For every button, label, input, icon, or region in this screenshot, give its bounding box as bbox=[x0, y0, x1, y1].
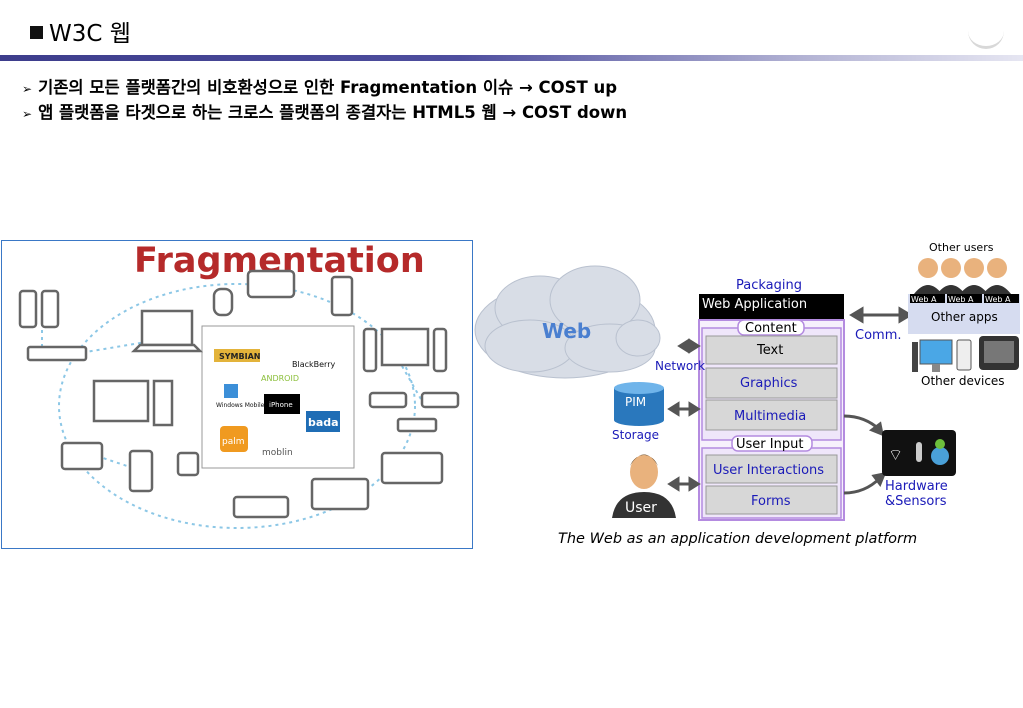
network-label: Network bbox=[655, 359, 705, 373]
packaging-label: Packaging bbox=[736, 278, 802, 293]
web-app-tab: Web A bbox=[911, 295, 937, 304]
user-label: User bbox=[625, 500, 657, 516]
fragmentation-illustration: Fragmentation SYMBIAN BlackBerry ANDROID… bbox=[18, 241, 460, 529]
other-users-icon bbox=[914, 258, 1011, 294]
decorative-arc bbox=[968, 22, 1004, 49]
web-app-tab: Web A bbox=[985, 295, 1011, 304]
svg-text:⌔: ⌔ bbox=[888, 445, 903, 464]
comm-label: Comm. bbox=[855, 328, 902, 343]
svg-text:SYMBIAN: SYMBIAN bbox=[219, 352, 260, 361]
web-application-bar bbox=[699, 294, 844, 320]
bullet-item: ➢기존의 모든 플랫폼간의 비호환성으로 인한 Fragmentation 이슈… bbox=[22, 78, 618, 97]
diagram-caption: The Web as an application development pl… bbox=[558, 531, 917, 547]
bada-logo: bada bbox=[308, 416, 339, 429]
slide-title: W3C 웹 bbox=[30, 14, 131, 48]
other-apps-label: Other apps bbox=[931, 310, 998, 324]
input-item-forms: Forms bbox=[751, 494, 791, 509]
slide-title-text: W3C 웹 bbox=[49, 21, 131, 47]
pim-database-icon bbox=[614, 382, 664, 426]
storage-label: Storage bbox=[612, 428, 659, 442]
moblin-logo: moblin bbox=[262, 448, 293, 458]
content-item-multimedia: Multimedia bbox=[734, 409, 806, 424]
web-application-label: Web Application bbox=[702, 297, 807, 312]
fragmentation-figure: Fragmentation SYMBIAN BlackBerry ANDROID… bbox=[1, 240, 473, 549]
content-items bbox=[705, 335, 838, 431]
other-users-label: Other users bbox=[929, 241, 994, 254]
other-devices-label: Other devices bbox=[921, 374, 1005, 388]
square-bullet-icon bbox=[30, 26, 43, 39]
cloud-label: Web bbox=[542, 319, 591, 343]
device-icons bbox=[18, 269, 460, 519]
user-input-title: User Input bbox=[736, 437, 803, 452]
title-divider-bar bbox=[0, 55, 1023, 61]
arrow-bullet-icon: ➢ bbox=[22, 82, 33, 96]
input-item-user-interactions: User Interactions bbox=[713, 463, 824, 478]
svg-text:Windows Mobile: Windows Mobile bbox=[216, 402, 265, 409]
web-platform-svg: Web Packaging Web Application Content Te… bbox=[474, 241, 1020, 547]
web-platform-diagram: Web Packaging Web Application Content Te… bbox=[470, 238, 1023, 558]
iphone-logo: iPhone bbox=[269, 401, 293, 409]
hardware-sensors-icon: ⌔ bbox=[882, 430, 956, 476]
sensors-label: &Sensors bbox=[885, 494, 947, 509]
android-logo: ANDROID bbox=[261, 374, 299, 383]
blackberry-logo: BlackBerry bbox=[292, 360, 335, 369]
arrow-bullet-icon: ➢ bbox=[22, 107, 33, 121]
content-item-graphics: Graphics bbox=[740, 376, 798, 391]
palm-logo: palm bbox=[222, 437, 245, 447]
bullet-list: ➢기존의 모든 플랫폼간의 비호환성으로 인한 Fragmentation 이슈… bbox=[22, 76, 627, 126]
pim-label: PIM bbox=[625, 395, 646, 409]
symbian-logo bbox=[214, 349, 260, 362]
hardware-label: Hardware bbox=[885, 479, 948, 494]
windows-logo bbox=[224, 384, 238, 398]
arrows bbox=[667, 306, 913, 495]
other-devices-icon bbox=[912, 336, 1019, 372]
content-item-text: Text bbox=[756, 343, 783, 358]
user-icon bbox=[612, 454, 676, 518]
web-app-tab: Web A bbox=[948, 295, 974, 304]
content-title: Content bbox=[745, 321, 797, 336]
web-cloud bbox=[474, 265, 661, 379]
bullet-item: ➢앱 플랫폼을 타겟으로 하는 크로스 플랫폼의 종결자는 HTML5 웹 → … bbox=[22, 103, 628, 122]
